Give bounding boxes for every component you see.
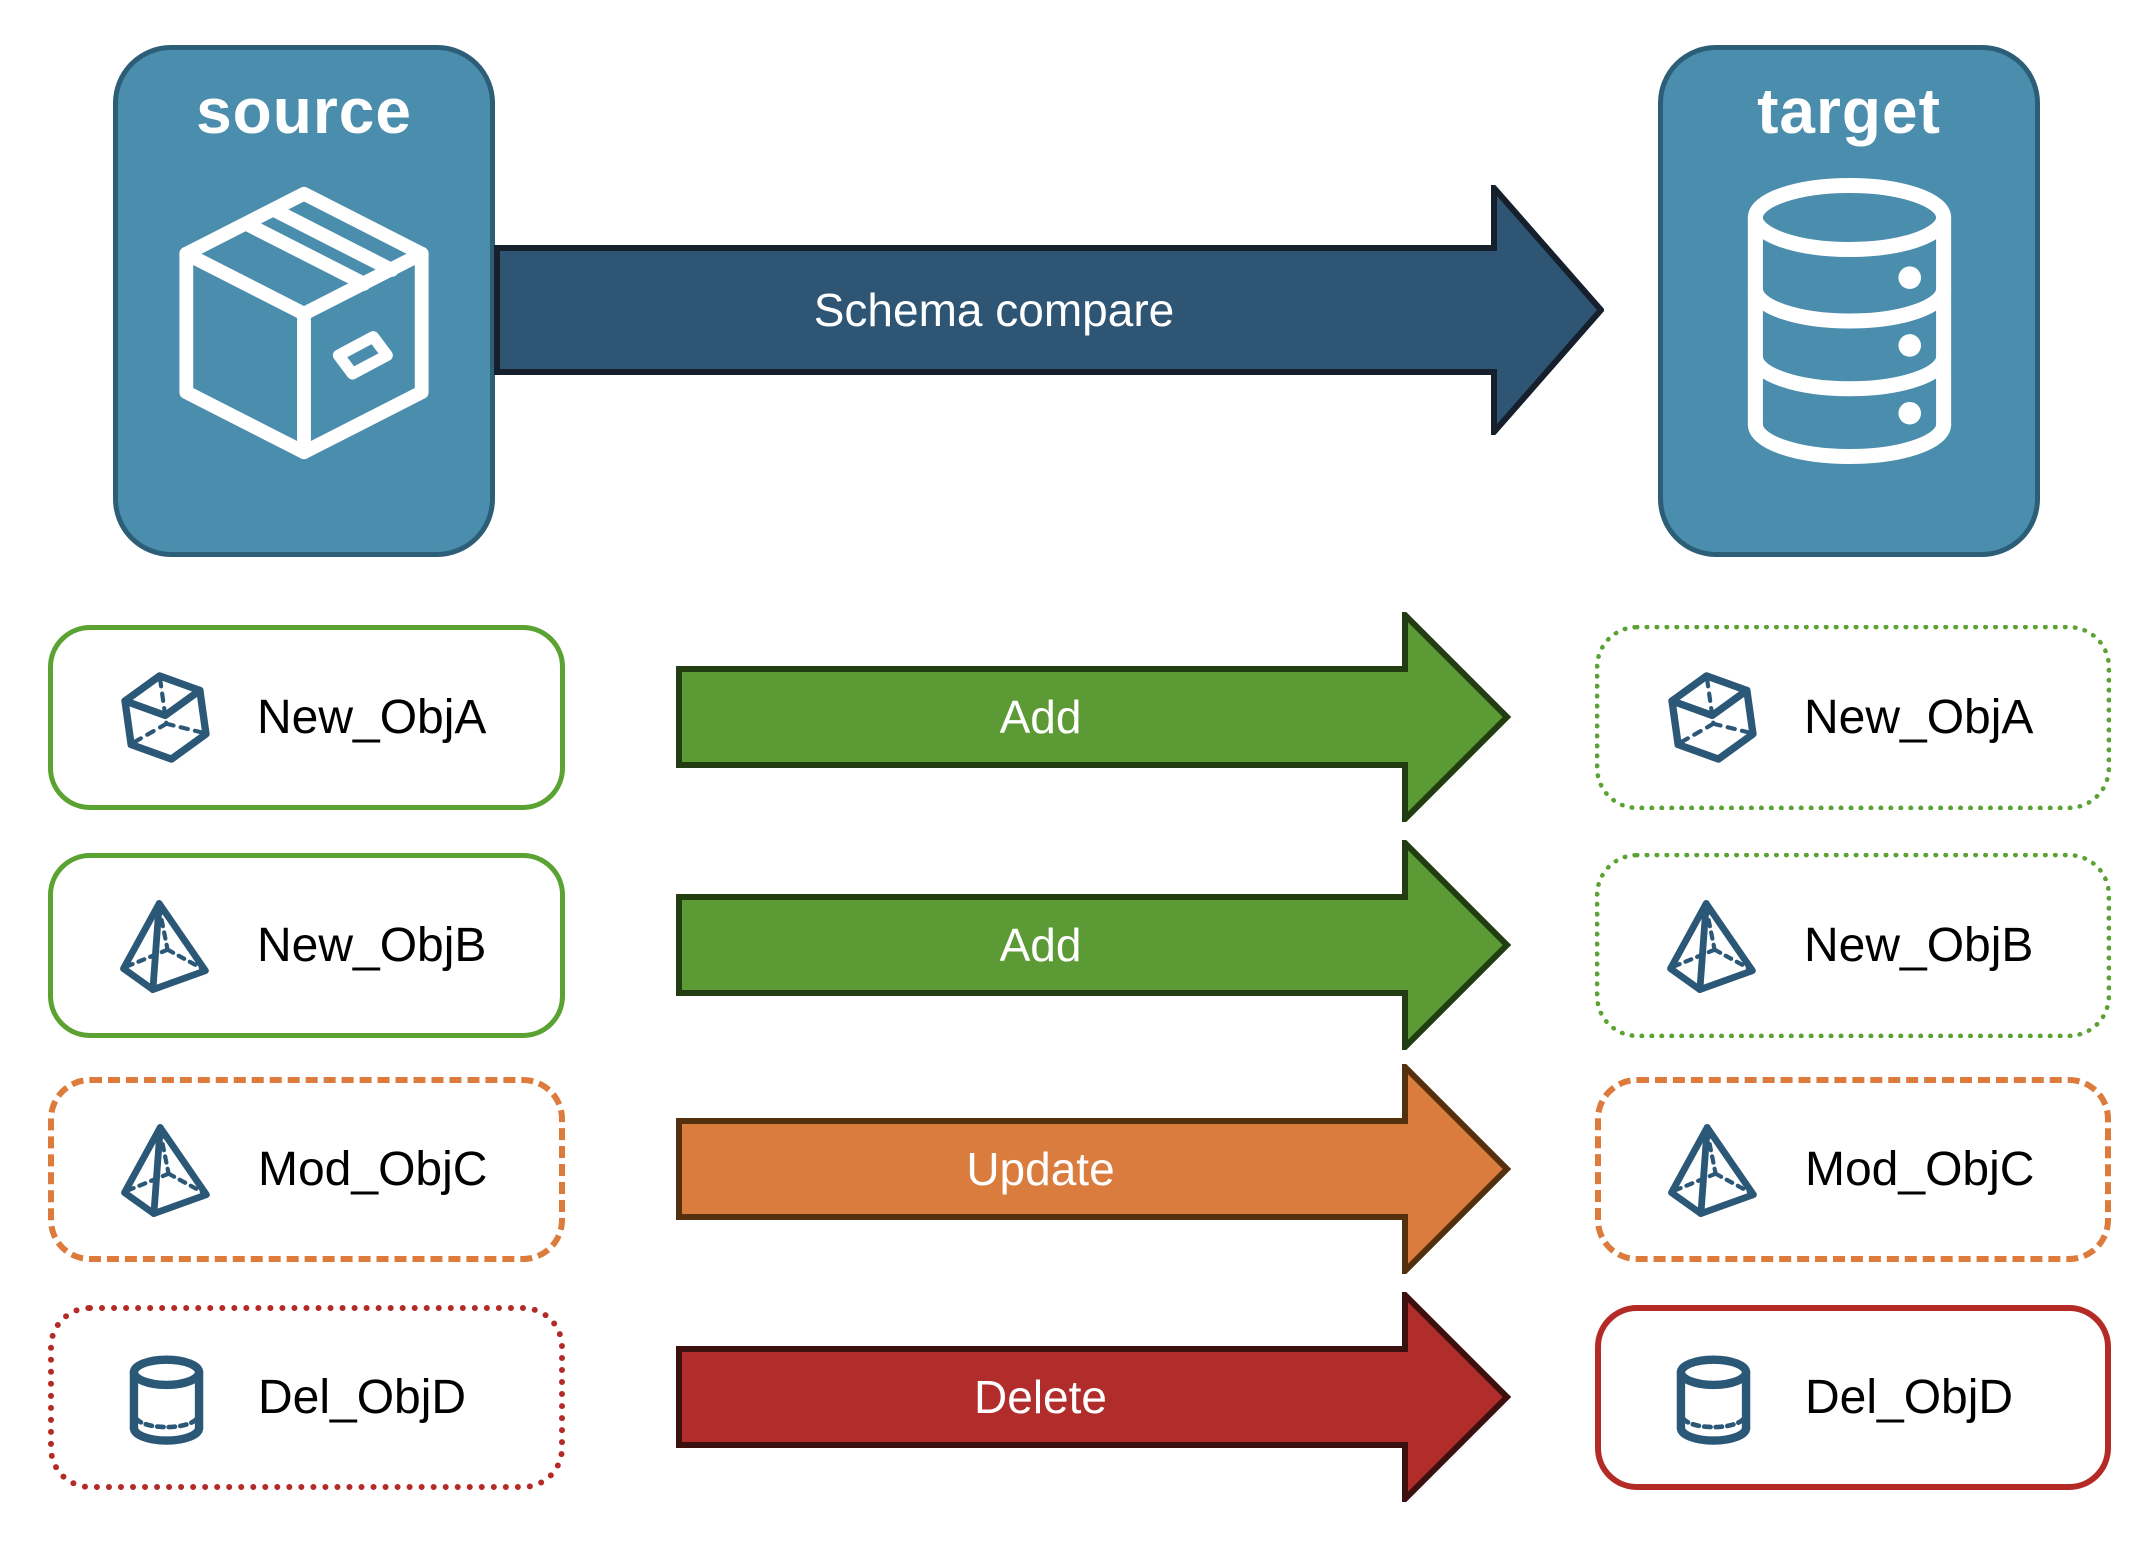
object-label: New_ObjA [257, 691, 487, 744]
cylinder-icon [112, 1344, 220, 1452]
database-icon [1727, 161, 1972, 486]
add-arrow-label: Add [999, 919, 1082, 971]
object-label: New_ObjB [257, 919, 487, 972]
pyramid-icon [1659, 1116, 1767, 1224]
source-node-title: source [196, 75, 412, 147]
target-object-box-del-objd: Del_ObjD [1595, 1305, 2111, 1490]
schema-compare-arrow-label: Schema compare [813, 284, 1175, 336]
object-label: Mod_ObjC [1805, 1143, 2035, 1196]
source-node: source [113, 45, 495, 557]
schema-compare-arrow: Schema compare [494, 185, 1604, 435]
source-object-box-del-objd: Del_ObjD [48, 1305, 565, 1490]
add-arrow: Add [676, 840, 1512, 1050]
add-arrow: Add [676, 612, 1512, 822]
target-object-box-mod-objc: Mod_ObjC [1595, 1077, 2111, 1262]
cylinder-icon [1659, 1344, 1767, 1452]
package-box-icon [154, 161, 454, 490]
cube-icon [111, 664, 219, 772]
object-label: New_ObjA [1804, 691, 2034, 744]
pyramid-icon [112, 1116, 220, 1224]
update-arrow-label: Update [966, 1143, 1115, 1195]
target-node: target [1658, 45, 2040, 557]
pyramid-icon [111, 892, 219, 1000]
source-object-box-mod-objc: Mod_ObjC [48, 1077, 565, 1262]
add-arrow-label: Add [999, 691, 1082, 743]
object-label: Mod_ObjC [258, 1143, 488, 1196]
pyramid-icon [1658, 892, 1766, 1000]
object-label: Del_ObjD [258, 1371, 467, 1424]
delete-arrow: Delete [676, 1292, 1512, 1502]
object-label: Del_ObjD [1805, 1371, 2014, 1424]
source-object-box-new-obja: New_ObjA [48, 625, 565, 810]
source-object-box-new-objb: New_ObjB [48, 853, 565, 1038]
target-object-box-new-obja: New_ObjA [1595, 625, 2111, 810]
update-arrow: Update [676, 1064, 1512, 1274]
delete-arrow-label: Delete [974, 1371, 1107, 1423]
cube-icon [1658, 664, 1766, 772]
target-node-title: target [1757, 75, 1941, 147]
object-label: New_ObjB [1804, 919, 2034, 972]
target-object-box-new-objb: New_ObjB [1595, 853, 2111, 1038]
